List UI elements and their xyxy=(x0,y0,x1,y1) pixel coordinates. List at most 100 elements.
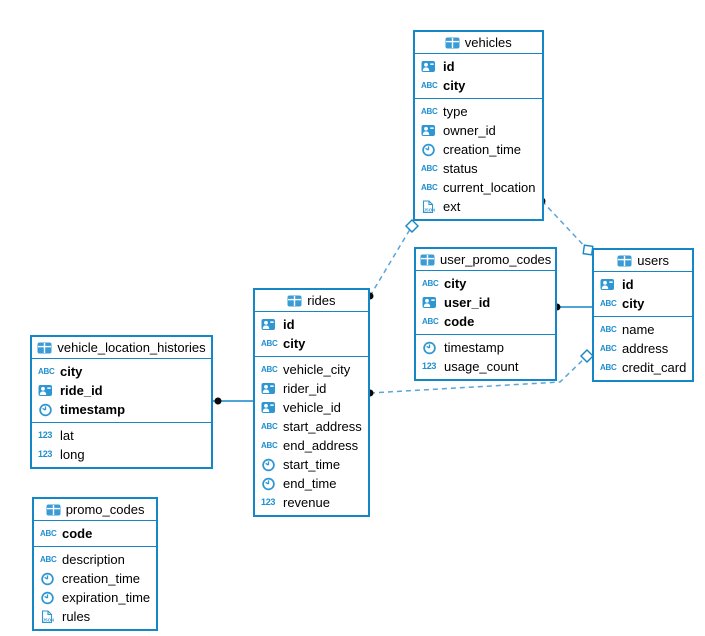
column-row[interactable]: ride_id xyxy=(32,381,211,400)
table-title: rides xyxy=(307,293,336,308)
column-name: start_time xyxy=(283,457,341,472)
column-name: code xyxy=(62,526,93,541)
string-abc-icon: ABC xyxy=(261,440,278,450)
string-icon-wrap: ABC xyxy=(600,325,618,334)
column-row[interactable]: expiration_time xyxy=(34,588,156,607)
column-row[interactable]: rider_id xyxy=(255,379,368,398)
column-row[interactable]: timestamp xyxy=(416,338,555,357)
uuid-icon-wrap xyxy=(422,296,440,309)
column-row[interactable]: vehicle_id xyxy=(255,398,368,417)
string-icon-wrap: ABC xyxy=(600,299,618,308)
table-header[interactable]: promo_codes xyxy=(34,499,157,521)
column-row[interactable]: id xyxy=(255,315,368,334)
table-icon-wrap xyxy=(445,37,460,49)
column-row[interactable]: ABC city xyxy=(255,334,368,353)
column-row[interactable]: owner_id xyxy=(415,121,542,140)
column-row[interactable]: start_time xyxy=(255,455,368,474)
column-row[interactable]: ABC current_location xyxy=(415,178,542,197)
string-icon-wrap: ABC xyxy=(261,440,279,450)
timestamp-icon-wrap xyxy=(421,143,439,157)
string-abc-icon: ABC xyxy=(600,362,617,372)
column-name: city xyxy=(283,336,306,351)
column-name: owner_id xyxy=(443,123,496,138)
column-name: creation_time xyxy=(443,142,522,157)
table-header[interactable]: users xyxy=(594,250,693,272)
string-icon-wrap: ABC xyxy=(422,279,440,288)
string-abc-icon: ABC xyxy=(261,338,278,348)
string-abc-icon: ABC xyxy=(261,421,278,431)
string-icon-wrap: ABC xyxy=(600,362,618,372)
column-row[interactable]: creation_time xyxy=(415,140,542,159)
string-abc-icon: ABC xyxy=(40,528,57,538)
column-row[interactable]: end_time xyxy=(255,474,368,493)
table-title: users xyxy=(637,253,670,268)
relation-rides-vehicles[interactable] xyxy=(369,225,413,297)
table-header[interactable]: vehicles xyxy=(415,32,542,54)
relation-rides-users[interactable] xyxy=(369,355,588,394)
string-icon-wrap: ABC xyxy=(421,183,439,192)
column-name: lat xyxy=(60,428,74,443)
uuid-icon xyxy=(421,61,435,72)
json-icon: JSON xyxy=(41,609,54,623)
uuid-icon xyxy=(261,319,275,330)
table-header[interactable]: rides xyxy=(255,290,368,312)
primary-key-section: ABC code xyxy=(34,521,157,547)
column-name: credit_card xyxy=(622,360,687,375)
string-abc-icon: ABC xyxy=(422,316,439,326)
relation-vehicles-users[interactable] xyxy=(541,200,589,251)
column-name: ext xyxy=(443,199,461,214)
column-name: description xyxy=(62,552,125,567)
column-row[interactable]: id xyxy=(415,57,542,76)
column-row[interactable]: id xyxy=(594,275,692,294)
number-icon-wrap: 123 xyxy=(38,450,56,459)
table-header[interactable]: vehicle_location_histories xyxy=(32,337,211,359)
column-name: current_location xyxy=(443,180,536,195)
svg-text:JSON: JSON xyxy=(43,617,54,622)
table-icon-wrap xyxy=(46,504,61,516)
column-row[interactable]: 123 lat xyxy=(32,426,211,445)
column-row[interactable]: ABC code xyxy=(34,524,156,543)
column-row[interactable]: ABC credit_card xyxy=(594,358,692,377)
timestamp-icon-wrap xyxy=(40,591,58,605)
string-abc-icon: ABC xyxy=(261,364,278,374)
table-header[interactable]: user_promo_codes xyxy=(416,249,556,271)
column-row[interactable]: creation_time xyxy=(34,569,156,588)
number-123-icon: 123 xyxy=(422,361,437,371)
column-row[interactable]: timestamp xyxy=(32,400,211,419)
uuid-icon-wrap xyxy=(38,384,56,397)
column-row[interactable]: user_id xyxy=(416,293,555,312)
number-icon-wrap: 123 xyxy=(38,431,56,440)
column-name: type xyxy=(443,104,468,119)
